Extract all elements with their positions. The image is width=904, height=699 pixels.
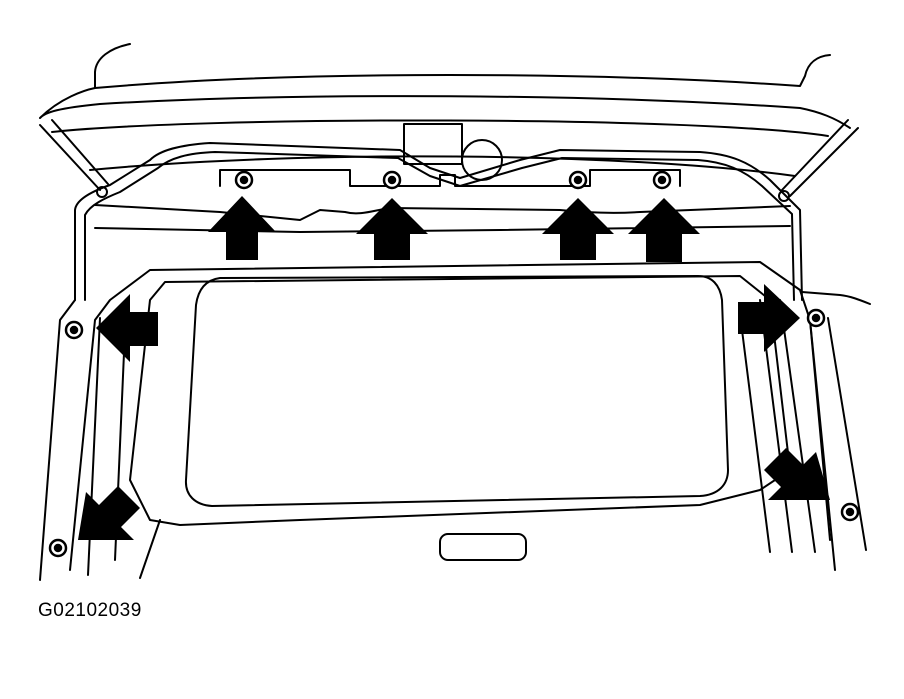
fastener-top-2 (382, 170, 402, 190)
fastener-left-bottom (48, 538, 68, 558)
arrow-up-2 (356, 198, 428, 260)
upper-rim (89, 155, 796, 177)
right-pillar (759, 299, 867, 571)
fastener-top-4 (652, 170, 672, 190)
upper-bracket (219, 169, 681, 187)
arrow-up-3 (542, 198, 614, 260)
arrow-down-left (78, 486, 140, 540)
arrow-up-1 (208, 196, 276, 260)
trim-panel-top (94, 204, 791, 221)
fastener-left-side (64, 320, 84, 340)
arrow-up-4 (628, 198, 700, 262)
left-pillar (39, 299, 161, 581)
window-opening (184, 275, 729, 507)
roof-outline (39, 43, 851, 129)
arrow-down-right (764, 448, 830, 500)
fastener-right-side (806, 308, 826, 328)
left-strut (39, 119, 109, 191)
header-edge (51, 119, 829, 137)
right-strut-end (778, 190, 790, 202)
panel-frame-inner (129, 275, 791, 526)
arrow-right (738, 284, 800, 352)
fastener-right-bottom (840, 502, 860, 522)
right-pillar-detail (741, 291, 871, 553)
release-handle (439, 533, 527, 561)
fastener-top-3 (568, 170, 588, 190)
wire-harness (74, 142, 803, 301)
panel-frame-outer (69, 261, 831, 571)
latch-module (403, 123, 463, 165)
figure-id-label: G02102039 (38, 600, 142, 621)
arrow-left (96, 294, 158, 362)
wire-harness-inner (84, 151, 795, 301)
fastener-top-1 (234, 170, 254, 190)
lock-cylinder (461, 139, 503, 181)
right-strut (781, 119, 859, 197)
